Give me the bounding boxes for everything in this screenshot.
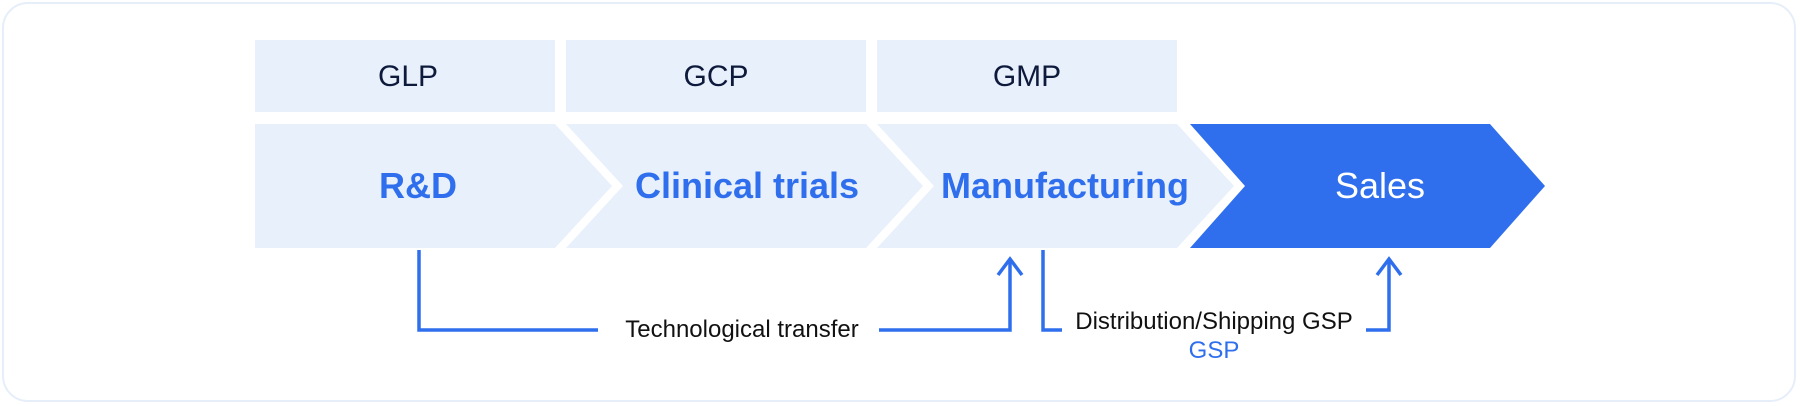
- stage-manufacturing-label: Manufacturing: [941, 165, 1189, 206]
- tech-transfer-line-right: [879, 262, 1012, 332]
- tech-transfer-arrowhead-icon: [996, 256, 1024, 277]
- glp-box: [255, 40, 555, 112]
- stage-sales-chevron: [1190, 124, 1545, 248]
- stage-sales-label: Sales: [1335, 165, 1425, 206]
- gcp-box: [566, 40, 866, 112]
- distribution-line-right: [1366, 262, 1391, 332]
- gmp-label: GMP: [993, 60, 1061, 93]
- tech-transfer-line-left: [417, 250, 598, 332]
- tech-transfer-label: Technological transfer: [625, 316, 858, 343]
- gcp-label: GCP: [683, 60, 748, 93]
- stage-clinical-chevron: [566, 124, 923, 248]
- stage-rd-chevron: [255, 124, 612, 248]
- distribution-arrowhead-icon: [1375, 256, 1403, 277]
- glp-label: GLP: [378, 60, 438, 93]
- stage-manufacturing-chevron: [877, 124, 1234, 248]
- distribution-label: Distribution/Shipping GSP: [1075, 308, 1352, 335]
- distribution-line-left: [1041, 250, 1062, 332]
- stage-rd-label: R&D: [379, 165, 457, 206]
- gmp-box: [877, 40, 1177, 112]
- stage-clinical-label: Clinical trials: [635, 165, 859, 206]
- distribution-sub-label: GSP: [1189, 337, 1240, 364]
